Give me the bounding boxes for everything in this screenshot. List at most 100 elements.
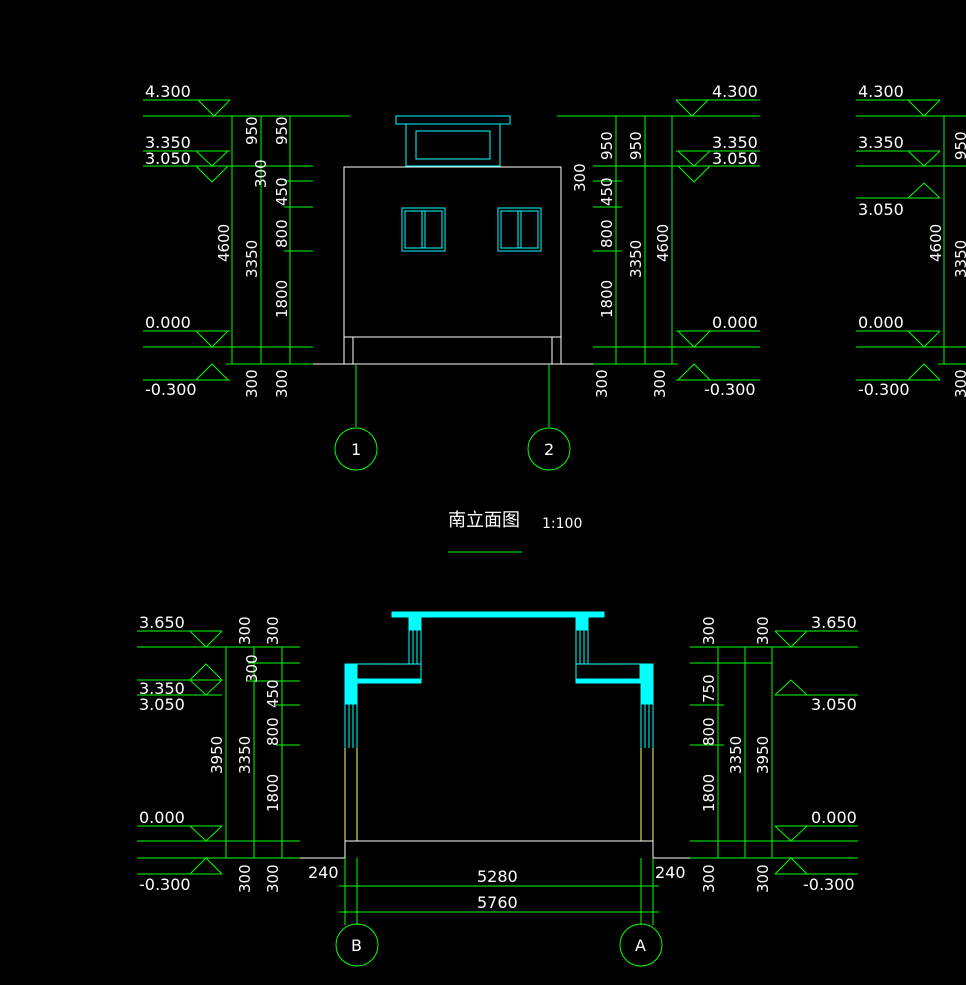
top-elevation (143, 99, 760, 471)
level-label: 3.650 (811, 613, 857, 632)
dimension-text: 5760 (477, 893, 518, 912)
dimension-text: 300 (243, 654, 261, 683)
parapet (405, 123, 501, 167)
dimension-text: 1800 (273, 280, 291, 318)
wall-column (640, 663, 654, 705)
level-label: 3.050 (712, 149, 758, 168)
dimension-text: 950 (273, 116, 291, 145)
level-label: 0.000 (145, 313, 191, 332)
dimension-text: 950 (627, 131, 645, 160)
dimension-text: 450 (598, 177, 616, 206)
dimension-text: 800 (273, 219, 291, 248)
dimension-text: 240 (308, 863, 339, 882)
dimension-text: 4600 (215, 224, 233, 262)
axis-bubble (335, 923, 379, 967)
dimension-text: 300 (236, 864, 254, 893)
level-marker (676, 330, 760, 348)
level-marker (143, 363, 230, 381)
level-label: 0.000 (858, 313, 904, 332)
dimension-text: 300 (252, 159, 270, 188)
dimension-text: 300 (264, 616, 282, 645)
drawing-title: 南立面图 (448, 510, 520, 531)
dimension-text: 240 (655, 863, 686, 882)
roof-slab (391, 611, 605, 618)
dimension-text: 950 (952, 131, 966, 160)
dimension-text: 750 (700, 674, 718, 703)
dimension-text: 800 (700, 717, 718, 746)
dimension-text: 300 (264, 864, 282, 893)
dimension-text: 450 (264, 679, 282, 708)
parapet-cap (395, 115, 511, 125)
axis-bubble (334, 427, 378, 471)
dimension-text: 5280 (477, 867, 518, 886)
dimension-text: 300 (700, 864, 718, 893)
axis-bubble (619, 923, 663, 967)
level-label: 3.350 (712, 133, 758, 152)
level-label: -0.300 (803, 875, 855, 894)
right-partial-elevation (856, 99, 966, 381)
level-label: 3.350 (858, 133, 904, 152)
section-drawing (137, 611, 858, 967)
level-label: 0.000 (811, 808, 857, 827)
wall-column (344, 663, 358, 705)
axis-label: B (351, 936, 362, 955)
level-label: 4.300 (858, 82, 904, 101)
dimension-text: 450 (273, 177, 291, 206)
level-label: 0.000 (712, 313, 758, 332)
axis-label: 1 (351, 440, 361, 459)
dimension-text: 800 (264, 717, 282, 746)
level-label: 3.050 (858, 200, 904, 219)
level-label: 4.300 (712, 82, 758, 101)
dimension-text: 300 (236, 616, 254, 645)
level-label: 3.650 (139, 613, 185, 632)
level-marker (143, 330, 230, 348)
level-label: 3.350 (145, 133, 191, 152)
dimension-text: 300 (273, 369, 291, 398)
dimension-text: 800 (598, 219, 616, 248)
dimension-text: 300 (754, 616, 772, 645)
level-label: -0.300 (145, 380, 197, 399)
dimension-text: 950 (243, 116, 261, 145)
dimension-text: 3350 (952, 240, 966, 278)
level-marker (143, 99, 231, 117)
level-label: 4.300 (145, 82, 191, 101)
dimension-text: 1800 (598, 280, 616, 318)
dimension-text: 300 (700, 616, 718, 645)
dimension-text: 3350 (236, 736, 254, 774)
dimension-text: 300 (571, 163, 589, 192)
level-label: 3.050 (139, 695, 185, 714)
level-marker (676, 150, 760, 183)
level-label: 3.050 (811, 695, 857, 714)
dimension-text: 1800 (700, 774, 718, 812)
dimension-text: 4600 (654, 224, 672, 262)
level-label: -0.300 (704, 380, 756, 399)
dimension-text: 300 (593, 369, 611, 398)
dimension-text: 3350 (627, 240, 645, 278)
axis-label: A (635, 936, 646, 955)
level-marker (675, 99, 760, 117)
dimension-text: 4600 (927, 224, 945, 262)
level-label: -0.300 (858, 380, 910, 399)
axis-bubble (527, 427, 571, 471)
dimension-text: 3350 (243, 240, 261, 278)
dimension-text: 300 (952, 369, 966, 398)
level-label: -0.300 (139, 875, 191, 894)
dimension-text: 300 (243, 369, 261, 398)
level-label: 0.000 (139, 808, 185, 827)
level-marker (143, 150, 230, 183)
dimension-text: 300 (754, 864, 772, 893)
building-facade (343, 166, 562, 338)
dimension-text: 1800 (264, 774, 282, 812)
drawing-scale: 1:100 (542, 516, 582, 532)
level-marker (676, 363, 760, 381)
window (401, 207, 446, 252)
level-label: 3.350 (139, 679, 185, 698)
dimension-text: 3950 (754, 736, 772, 774)
window (497, 207, 542, 252)
dimension-text: 950 (598, 131, 616, 160)
dimension-text: 3950 (208, 736, 226, 774)
level-label: 3.050 (145, 149, 191, 168)
dimension-text: 300 (651, 369, 669, 398)
axis-label: 2 (544, 440, 554, 459)
